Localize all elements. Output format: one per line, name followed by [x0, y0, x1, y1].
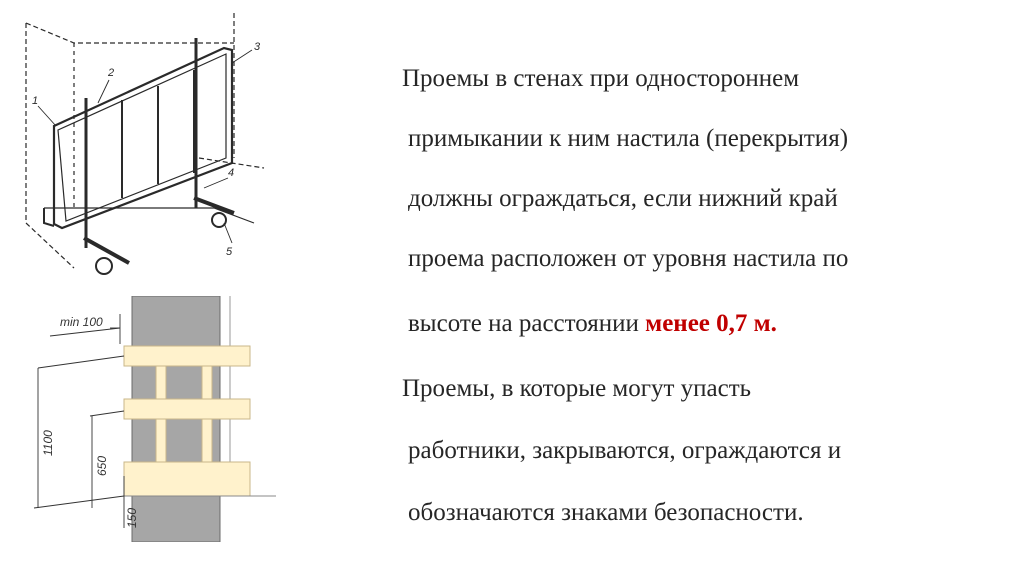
guard-frame-illustration: 1 2 3 4 5: [25, 13, 265, 275]
callout-5: 5: [226, 246, 233, 258]
paragraph2-line-2: работники, закрываются, ограждаются и: [408, 437, 842, 464]
top-rail: [123, 345, 251, 367]
paragraph1-line-1: Проемы в стенах при одностороннем: [402, 65, 800, 92]
dim-150: 150: [125, 508, 139, 528]
dim-650: 650: [95, 456, 109, 476]
callout-1: 1: [32, 95, 38, 107]
dim-min: min 100: [60, 315, 103, 329]
paragraph2-line-1: Проемы, в которые могут упасть: [402, 375, 752, 402]
callout-3: 3: [254, 41, 261, 53]
paragraph1-line-3: должны ограждаться, если нижний край: [408, 185, 838, 212]
callout-4: 4: [228, 167, 234, 179]
dim-1100: 1100: [41, 430, 55, 456]
distance-emphasis: менее 0,7 м.: [645, 310, 777, 337]
bottom-board: [123, 461, 251, 497]
paragraph1-line-4: проема расположен от уровня настила по: [408, 245, 849, 272]
paragraph1-line-5: высоте на расстоянии менее 0,7 м.: [408, 309, 777, 339]
paragraph1-line-2: примыкании к ним настила (перекрытия): [408, 125, 849, 152]
railing-dimension-diagram: min 100 1100 650 150: [33, 296, 276, 542]
middle-rail: [123, 398, 251, 420]
callout-2: 2: [107, 67, 114, 79]
paragraph1-prefix: высоте на расстоянии: [408, 310, 639, 337]
paragraph2-line-3: обозначаются знаками безопасности.: [408, 499, 804, 526]
